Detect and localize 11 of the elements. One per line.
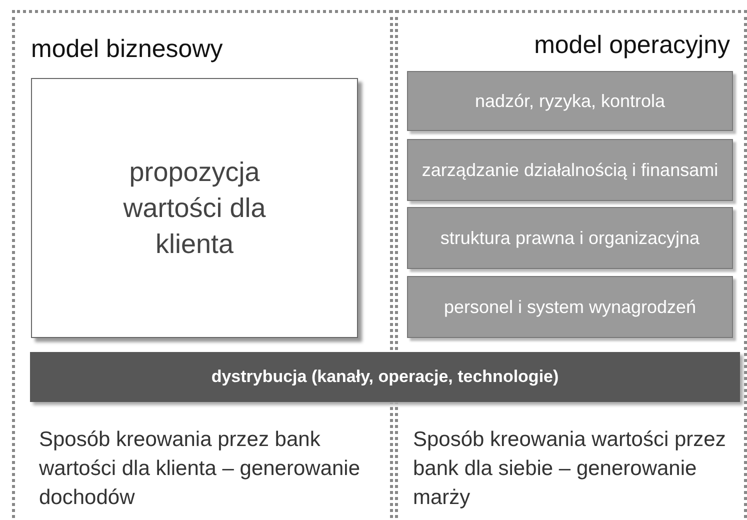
- process-box: personel i system wynagrodzeń: [407, 276, 733, 338]
- panel-heading: model operacyjny: [534, 31, 730, 60]
- panel-description: Sposób kreowania przez bank wartości dla klienta – generowanie dochodów: [39, 427, 362, 511]
- value-box: [31, 78, 358, 338]
- process-box: struktura prawna i organizacyjna: [407, 207, 733, 269]
- distribution-bar: dystrybucja (kanały, operacje, technologie): [30, 352, 740, 402]
- process-box: nadzór, ryzyka, kontrola: [407, 71, 733, 131]
- panel-heading: model biznesowy: [31, 35, 223, 64]
- panel-description: Sposób kreowania wartości przez bank dla siebie – generowanie marży: [413, 427, 727, 511]
- box-text: propozycja wartości dla klienta: [122, 156, 267, 261]
- process-box: zarządzanie działalnością i finansami: [407, 139, 733, 201]
